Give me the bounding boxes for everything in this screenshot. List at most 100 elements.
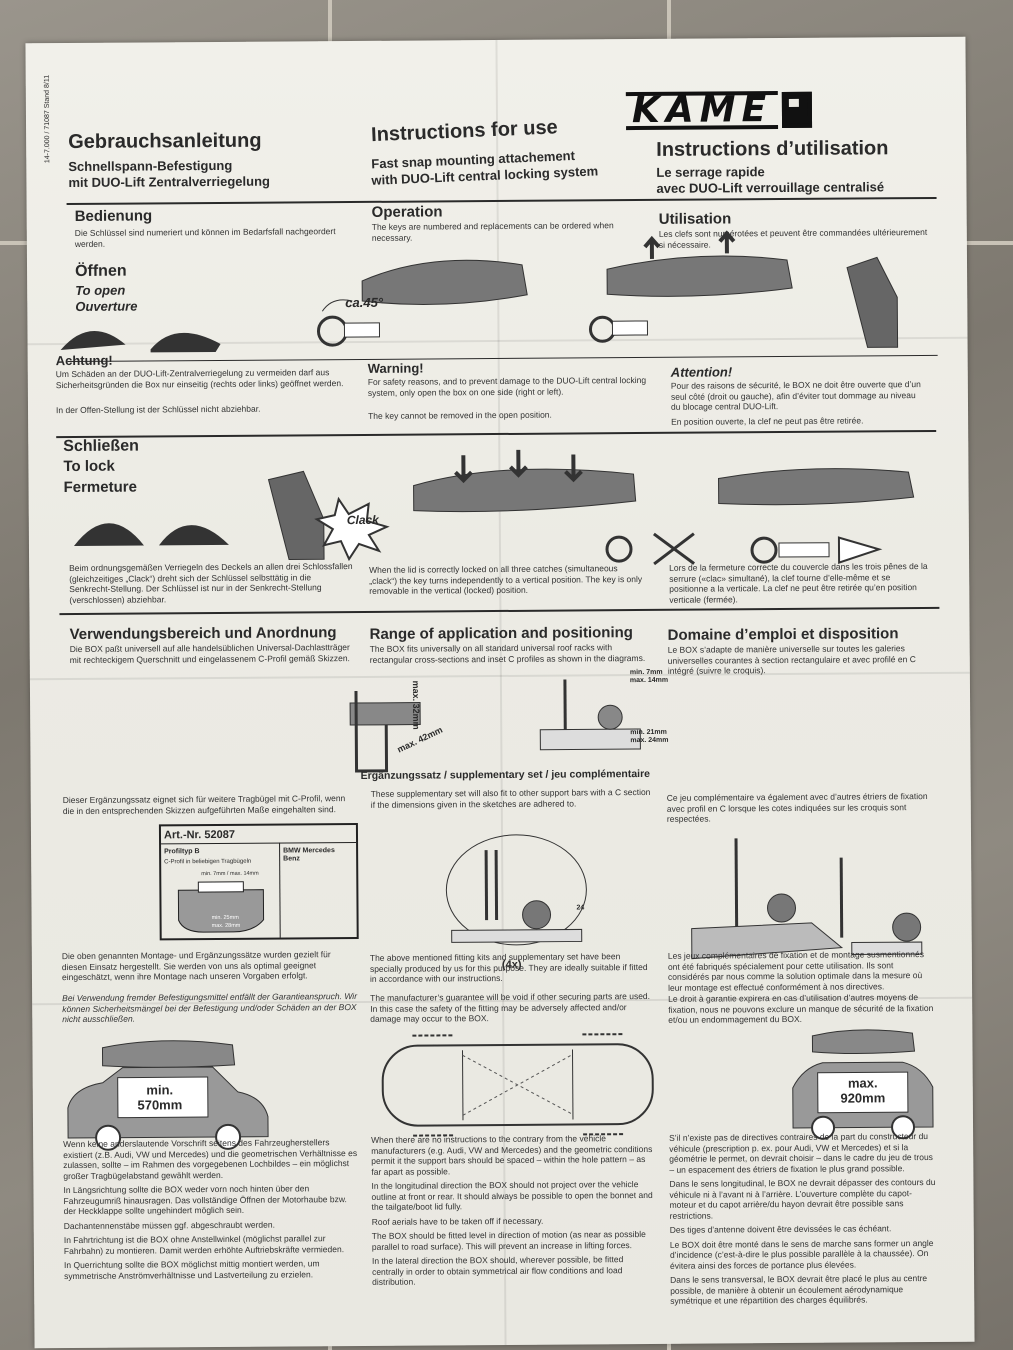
bottom-de-1: Wenn keine anderslautende Vorschrift sei… bbox=[63, 1137, 358, 1181]
title-en: Instructions for use bbox=[370, 116, 559, 147]
bottom-en-5: In the lateral direction the BOX should,… bbox=[371, 1254, 624, 1287]
supplementary-heading: Ergänzungssatz / supplementary set / jeu… bbox=[360, 767, 651, 782]
bottom-de-2: In Längsrichtung sollte die BOX weder vo… bbox=[63, 1183, 347, 1217]
warning-heading-en: Warning! bbox=[367, 360, 424, 376]
warning-heading-de: Achtung! bbox=[55, 352, 113, 369]
lock-label-en: To lock bbox=[63, 457, 115, 476]
bottom-en-4: The BOX should be fitted level in direct… bbox=[371, 1228, 646, 1252]
bottom-col-en: When there are no instructions to the co… bbox=[371, 1133, 657, 1287]
car-min-illustration bbox=[67, 1040, 269, 1151]
operation-heading-de: Bedienung bbox=[74, 207, 153, 225]
bottom-fr-3: Des tiges d’antenne doivent être devissé… bbox=[669, 1223, 892, 1235]
range-heading-en: Range of application and positioning bbox=[369, 624, 633, 643]
profile-dim-min: min. 25mm bbox=[211, 914, 239, 922]
profile-dim-top: min. 7mm / max. 14mm bbox=[201, 870, 259, 878]
car-min-label: min. 570mm bbox=[137, 1082, 183, 1113]
roof-box-closed-illustration bbox=[718, 468, 915, 565]
bottom-col-de: Wenn keine anderslautende Vorschrift sei… bbox=[63, 1137, 359, 1281]
supplementary-text-de: Dieser Ergänzungssatz eignet sich für we… bbox=[62, 793, 346, 816]
dim-min7: min. 7mm bbox=[629, 668, 663, 677]
roof-top-view-illustration bbox=[381, 1033, 654, 1137]
warning-key-fr: En position ouverte, la clef ne peut pas… bbox=[671, 415, 864, 427]
subtitle-de-2: mit DUO-Lift Zentralverriegelung bbox=[68, 173, 271, 191]
bottom-fr-2: Dans le sens longitudinal, le BOX ne dev… bbox=[669, 1176, 936, 1221]
warning-text-en: For safety reasons, and to prevent damag… bbox=[367, 374, 647, 398]
divider bbox=[161, 842, 357, 845]
logo-text: KAME bbox=[625, 89, 779, 131]
angle-label: ca.45° bbox=[345, 294, 384, 311]
dim-max32: max. 32mm bbox=[410, 680, 422, 730]
warning-key-en: The key cannot be removed in the open po… bbox=[368, 409, 552, 421]
bottom-en-2: In the longitudinal direction the BOX sh… bbox=[371, 1179, 653, 1212]
operation-heading-en: Operation bbox=[371, 203, 443, 221]
brands: BMW Mercedes Benz bbox=[283, 847, 335, 863]
bottom-en-1: When there are no instructions to the co… bbox=[371, 1133, 653, 1177]
supplementary-text-en: These supplementary set will also fit to… bbox=[370, 786, 651, 810]
profile-note: C-Profil in beliebigen Tragbügeln bbox=[164, 858, 252, 866]
profile-type: Profiltyp B bbox=[164, 848, 200, 856]
bottom-fr-5: Dans le sens transversal, le BOX devrait… bbox=[670, 1273, 928, 1306]
fitting-text-de-2: Bei Verwendung fremder Befestigungsmitte… bbox=[62, 991, 358, 1025]
range-text-fr: Le BOX s’adapte de manière universelle s… bbox=[667, 643, 916, 676]
supplementary-text-fr: Ce jeu complémentaire va également avec … bbox=[666, 791, 928, 824]
dim-max14: max. 14mm bbox=[629, 676, 669, 685]
subtitle-de-1: Schnellspann-Befestigung bbox=[68, 157, 233, 175]
bottom-de-5: In Querrichtung sollte die BOX möglichst… bbox=[63, 1258, 320, 1281]
bottom-fr-1: S’il n’existe pas de directives contrair… bbox=[669, 1131, 933, 1175]
lock-press-illustration bbox=[267, 470, 390, 562]
lock-text-de: Beim ordnungsgemäßen Verriegeln des Deck… bbox=[69, 561, 353, 605]
supplementary-set-illustration bbox=[445, 834, 587, 946]
warning-text-fr: Pour des raisons de sécurité, le BOX ne … bbox=[670, 379, 921, 412]
warning-heading-fr: Attention! bbox=[670, 364, 733, 380]
title-fr: Instructions d’utilisation bbox=[656, 137, 889, 161]
title-de: Gebrauchsanleitung bbox=[68, 129, 262, 154]
side-code: 14-7.000 / 71087 Stand 8/11 bbox=[43, 74, 52, 164]
dim-min21: min. 21mm bbox=[630, 728, 667, 737]
divider bbox=[66, 196, 937, 206]
fitting-text-en-2: The manufacturer’s guarantee will be voi… bbox=[370, 990, 651, 1024]
divider bbox=[56, 429, 937, 439]
lock-text-en: When the lid is correctly locked on all … bbox=[369, 563, 643, 596]
bottom-en-3: Roof aerials have to be taken off if nec… bbox=[371, 1215, 544, 1227]
profile-b-drawing bbox=[177, 881, 265, 933]
range-heading-de: Verwendungsbereich und Anordnung bbox=[69, 624, 337, 644]
warning-key-de: In der Offen-Stellung ist der Schlüssel … bbox=[55, 403, 261, 416]
c-profile-illustration bbox=[539, 679, 641, 751]
lock-text-fr: Lors de la fermeture correcte du couverc… bbox=[669, 561, 928, 605]
kame-logo: KAME bbox=[625, 89, 916, 131]
c-profile-mount-illustration bbox=[691, 838, 923, 960]
bottom-fr-4: Le BOX doit être monté dans le sens de m… bbox=[669, 1237, 934, 1271]
box-open-icon bbox=[60, 331, 221, 353]
open-label-en: To open bbox=[75, 282, 126, 298]
instruction-sheet: 14-7.000 / 71087 Stand 8/11 KAME Gebrauc… bbox=[25, 36, 975, 1349]
divider bbox=[279, 842, 281, 938]
roof-box-lock-illustration bbox=[413, 449, 695, 566]
fitting-text-en-1: The above mentioned fitting kits and sup… bbox=[369, 951, 648, 984]
article-box: Art.-Nr. 52087 Profiltyp B C-Profil in b… bbox=[158, 822, 359, 941]
range-text-en: The BOX fits universally on all standard… bbox=[369, 642, 646, 665]
dim-24: 24 bbox=[576, 904, 585, 912]
lock-label-fr: Fermeture bbox=[63, 478, 137, 497]
bottom-de-4: In Fahrtrichtung ist die BOX ohne Anstel… bbox=[63, 1233, 345, 1256]
roof-box-lift-illustration bbox=[588, 230, 899, 348]
profile-dim-max: max. 28mm bbox=[211, 922, 241, 930]
logo-mark-icon bbox=[782, 91, 813, 129]
open-label-fr: Ouverture bbox=[75, 298, 138, 314]
dim-max24: max. 24mm bbox=[630, 736, 669, 745]
fitting-text-de-1: Die oben genannten Montage- und Ergänzun… bbox=[61, 949, 331, 983]
range-text-de: Die BOX paßt universell auf alle handels… bbox=[69, 642, 350, 665]
operation-heading-fr: Utilisation bbox=[658, 210, 732, 228]
box-close-icon bbox=[73, 523, 229, 546]
clack-label: Clack bbox=[346, 512, 379, 528]
roof-rack-profile-illustration bbox=[349, 690, 421, 773]
divider bbox=[67, 354, 938, 363]
fitting-text-fr-1: Les jeux complémentaires de fixation et … bbox=[667, 949, 924, 993]
bottom-col-fr: S’il n’existe pas de directives contrair… bbox=[669, 1131, 938, 1306]
roof-box-open-illustration bbox=[316, 259, 528, 347]
car-max-illustration bbox=[792, 1029, 934, 1140]
open-label-de: Öffnen bbox=[74, 262, 127, 280]
lock-label-de: Schließen bbox=[63, 437, 139, 456]
fitting-text-fr-2: Le droit à garantie expirera en cas d’ut… bbox=[668, 992, 934, 1025]
subtitle-fr-2: avec DUO-Lift verrouillage centralisé bbox=[656, 179, 885, 196]
